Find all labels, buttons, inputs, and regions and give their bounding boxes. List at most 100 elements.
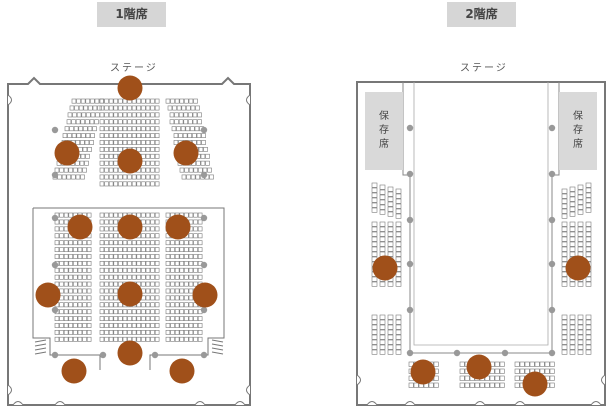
seat — [561, 329, 568, 335]
seat — [150, 302, 155, 308]
door-icon — [404, 401, 416, 406]
seat — [371, 334, 378, 340]
seat — [104, 219, 109, 225]
seat — [170, 240, 175, 246]
seat — [395, 314, 402, 320]
seat — [104, 119, 109, 125]
seat — [180, 126, 186, 132]
seat — [577, 329, 584, 335]
seat — [118, 212, 123, 218]
seat — [73, 126, 79, 132]
seat — [387, 241, 394, 247]
seat — [561, 188, 568, 194]
seat — [387, 251, 394, 257]
seat — [170, 323, 175, 328]
seat — [569, 344, 576, 350]
seat — [395, 319, 402, 325]
seat — [150, 247, 155, 252]
seat — [104, 233, 109, 239]
floor1-stage-label: ステージ — [110, 63, 158, 74]
seat — [54, 240, 60, 246]
seat — [108, 233, 114, 239]
seat — [77, 167, 83, 173]
seat — [145, 302, 151, 308]
seat — [561, 213, 568, 219]
seat — [145, 323, 151, 328]
seat — [371, 241, 378, 247]
seat — [108, 98, 114, 104]
seat — [127, 254, 132, 259]
seat — [371, 182, 378, 188]
seat — [569, 221, 576, 227]
seat — [141, 316, 146, 321]
column-post — [548, 124, 556, 132]
seat — [108, 260, 114, 266]
seat — [184, 267, 189, 273]
seat — [150, 316, 155, 321]
seat — [577, 281, 584, 287]
seat — [122, 329, 128, 335]
seat — [184, 247, 189, 252]
seat — [185, 126, 191, 132]
seat — [113, 329, 119, 335]
seat — [73, 329, 78, 335]
seat — [387, 191, 394, 197]
seat — [145, 98, 151, 104]
seat — [59, 267, 64, 273]
seat — [154, 140, 160, 145]
stair — [34, 351, 47, 355]
seat — [179, 281, 185, 287]
seat — [108, 153, 114, 159]
seat — [371, 202, 378, 208]
seat — [66, 174, 72, 180]
seat — [76, 133, 82, 138]
seat — [577, 334, 584, 340]
seat — [529, 361, 535, 367]
seat — [127, 240, 132, 246]
seat — [63, 212, 69, 218]
seat — [131, 174, 137, 180]
floor2-reserved-left: 保 存 席 — [365, 92, 403, 170]
seat — [179, 98, 185, 104]
seat — [108, 219, 114, 225]
seat — [569, 201, 576, 207]
seat — [387, 324, 394, 330]
seat — [113, 288, 119, 294]
seat — [81, 133, 86, 138]
seat — [136, 316, 142, 321]
seat — [131, 105, 137, 111]
seat — [99, 212, 105, 218]
seat — [108, 133, 114, 138]
seat — [68, 329, 74, 335]
seat — [99, 105, 105, 111]
seat — [82, 267, 87, 273]
seat — [150, 233, 155, 239]
seat — [71, 174, 76, 180]
seat — [127, 274, 132, 280]
seat — [197, 226, 203, 232]
seat — [77, 281, 83, 287]
seat — [197, 112, 202, 118]
seat — [131, 133, 137, 138]
seat — [154, 98, 160, 104]
seat — [104, 323, 109, 328]
seat — [469, 382, 475, 388]
seat — [577, 194, 584, 200]
floor2-balcony-rail — [402, 82, 560, 354]
seat — [108, 105, 114, 111]
seat — [63, 329, 69, 335]
seat — [577, 236, 584, 242]
seat — [193, 267, 198, 273]
seat — [118, 254, 123, 259]
seat — [80, 98, 86, 104]
seat — [54, 336, 60, 342]
seat — [585, 276, 592, 282]
seat — [174, 323, 180, 328]
seat — [464, 382, 470, 388]
seat — [77, 329, 83, 335]
seat — [59, 323, 64, 328]
seat — [59, 219, 64, 225]
seat — [489, 375, 495, 381]
seat — [561, 319, 568, 325]
seat — [113, 167, 119, 173]
